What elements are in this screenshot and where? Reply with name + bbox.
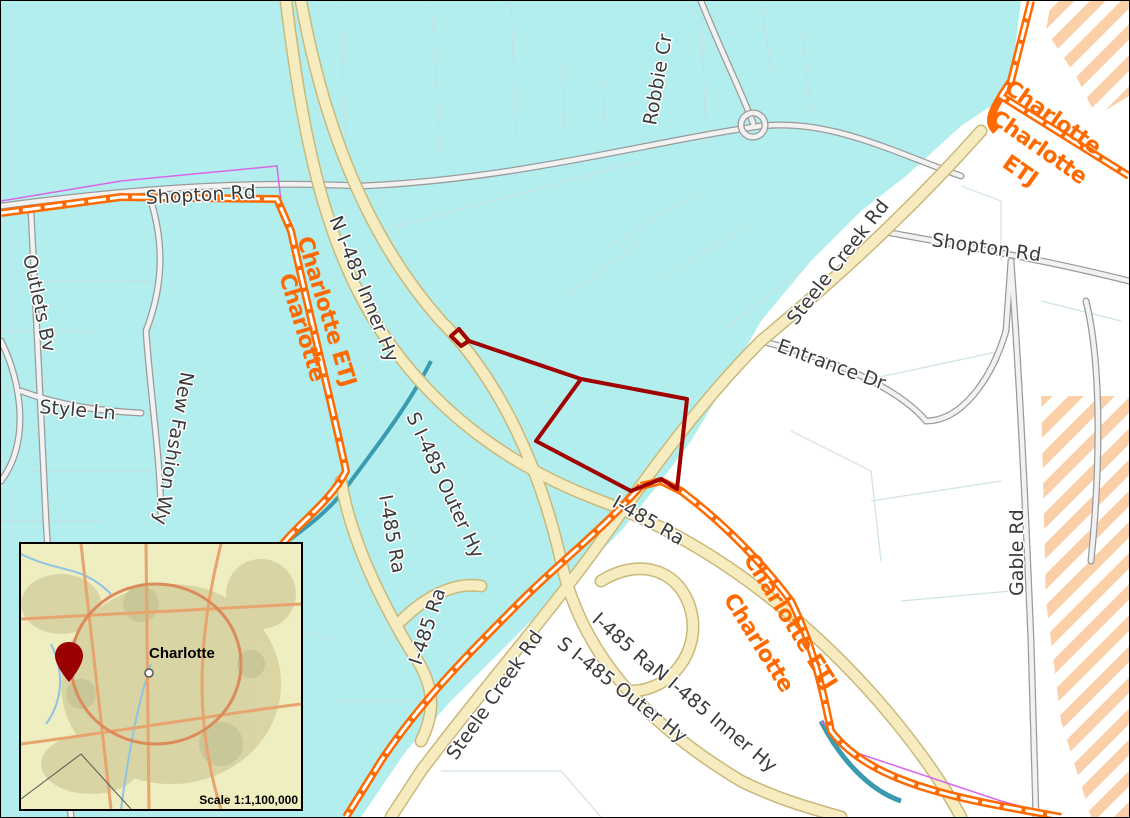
locator-city-label: Charlotte <box>149 645 215 662</box>
stream-south <box>818 719 902 804</box>
highways <box>279 1 988 817</box>
hatched-zone-east <box>1041 396 1129 817</box>
hatched-zone-north <box>1046 1 1129 116</box>
city-limit-line <box>1 165 282 202</box>
label-gable-rd: Gable Rd <box>1006 509 1028 596</box>
scale-text: Scale 1:1,100,000 <box>199 793 298 807</box>
subject-parcel[interactable] <box>449 327 689 493</box>
stream <box>279 360 433 548</box>
map-pin-icon <box>55 642 83 682</box>
locator-canvas <box>21 544 301 809</box>
city-dot-icon <box>144 668 154 678</box>
locator-inset-map: Charlotte Scale 1:1,100,000 <box>19 542 303 811</box>
